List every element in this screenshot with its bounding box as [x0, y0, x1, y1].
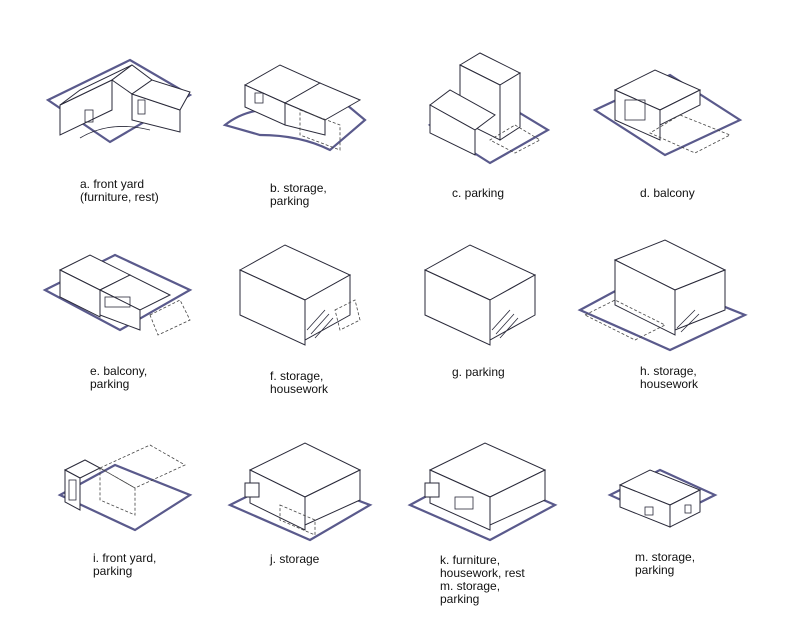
figure-f-drawing — [238, 244, 361, 346]
figure-d-drawing — [592, 69, 743, 157]
figure-h-drawing — [577, 239, 748, 352]
figure-h: h. storage, housework — [575, 230, 755, 391]
figure-c-drawing — [427, 52, 551, 165]
figure-m-caption: m. storage, parking — [635, 550, 696, 577]
figure-a-caption: a. front yard (furniture, rest) — [80, 177, 159, 204]
figure-a: a. front yard (furniture, rest) — [40, 50, 200, 204]
figure-c-caption: c. parking — [452, 186, 505, 200]
figure-k-drawing — [407, 442, 558, 542]
figure-g: g. parking — [410, 230, 560, 379]
figure-d: d. balcony — [590, 45, 750, 200]
figure-g-caption: g. parking — [452, 365, 505, 379]
figure-j-caption: j. storage — [270, 552, 320, 566]
figure-k-caption: k. furniture, housework, rest m. storage… — [440, 553, 525, 606]
figure-e: e. balcony, parking — [40, 235, 200, 391]
figure-f-caption: f. storage, housework — [270, 369, 329, 396]
figure-k: k. furniture, housework, rest m. storage… — [405, 425, 565, 606]
figure-e-drawing — [42, 253, 193, 336]
figure-b-caption: b. storage, parking — [270, 181, 327, 208]
figure-j: j. storage — [225, 425, 375, 566]
figure-i-caption: i. front yard, parking — [93, 551, 157, 578]
figure-j-drawing — [227, 442, 373, 542]
figure-d-caption: d. balcony — [640, 186, 695, 200]
figure-i-drawing — [57, 444, 193, 532]
figure-m-drawing — [607, 468, 718, 528]
figure-b: b. storage, parking — [220, 55, 370, 208]
figure-h-caption: h. storage, housework — [640, 364, 699, 391]
figure-m: m. storage, parking — [605, 455, 725, 577]
figure-b-drawing — [222, 64, 367, 152]
figure-c: c. parking — [420, 45, 570, 200]
figure-g-drawing — [423, 244, 537, 346]
figure-a-drawing — [45, 58, 193, 144]
figure-f: f. storage, housework — [225, 230, 375, 396]
figure-i: i. front yard, parking — [55, 430, 205, 578]
figure-e-caption: e. balcony, parking — [90, 364, 148, 391]
